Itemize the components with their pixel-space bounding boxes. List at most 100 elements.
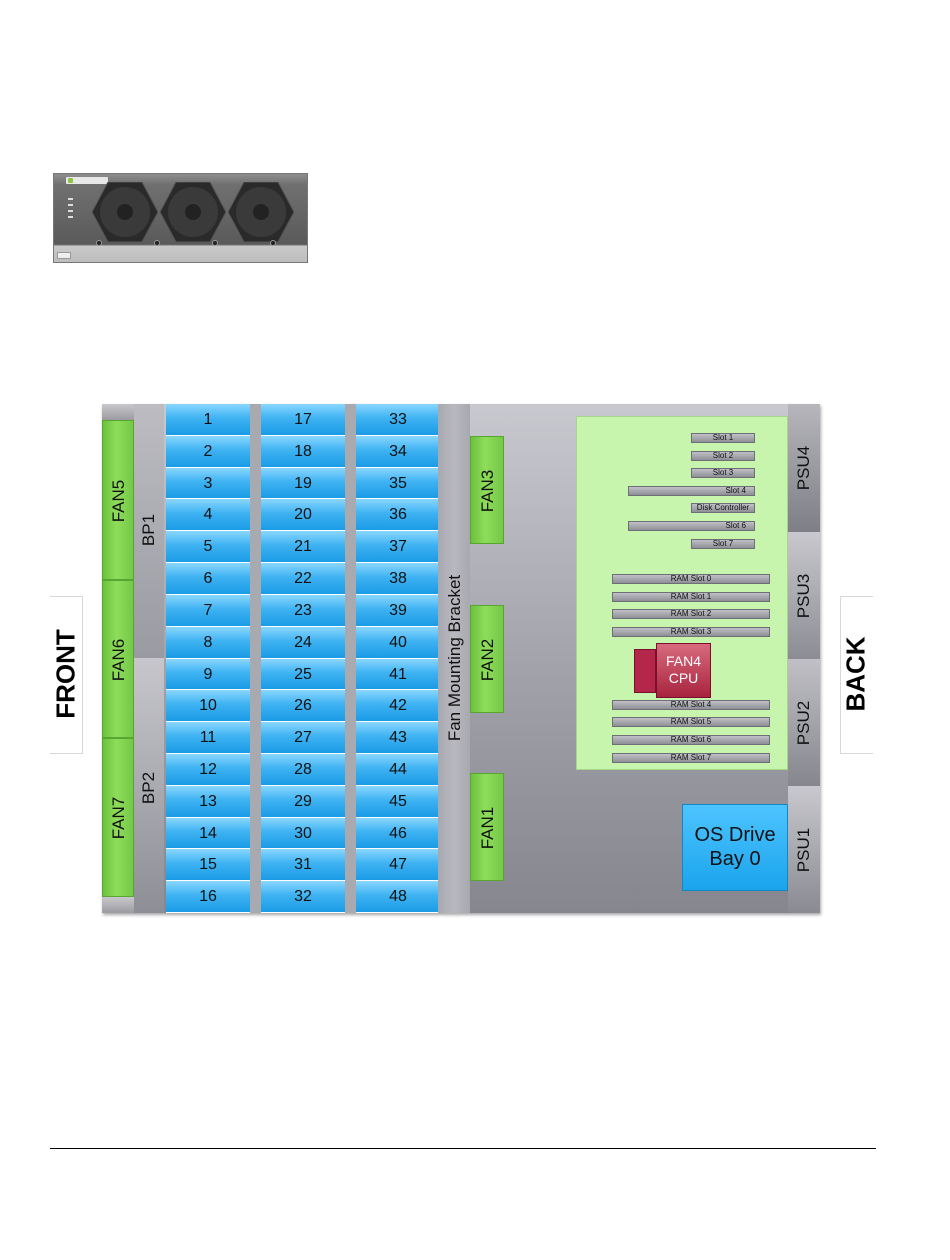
drive-bay: 10 — [166, 690, 250, 723]
ram-slot-3: RAM Slot 3 — [612, 627, 770, 637]
drive-bay: 47 — [356, 849, 440, 882]
drive-bay: 43 — [356, 722, 440, 754]
fan1: FAN1 — [470, 773, 504, 881]
fan3-label: FAN3 — [478, 469, 497, 513]
fan-mounting-bracket: Fan Mounting Bracket — [438, 404, 470, 913]
fan6: FAN6 — [102, 580, 134, 738]
drive-bay: 12 — [166, 753, 250, 786]
drive-bay: 21 — [261, 531, 345, 564]
column-divider — [345, 404, 356, 913]
drive-bay: 33 — [356, 404, 440, 436]
footer-rule — [50, 1148, 876, 1149]
ram-slot-2: RAM Slot 2 — [612, 609, 770, 619]
drive-bay: 44 — [356, 753, 440, 786]
drive-bay: 13 — [166, 785, 250, 818]
drive-bay: 34 — [356, 435, 440, 468]
drive-bay: 42 — [356, 690, 440, 723]
drive-bay: 27 — [261, 722, 345, 754]
drive-bay: 23 — [261, 594, 345, 627]
psu1: PSU1 — [788, 786, 820, 913]
photo-screw — [154, 240, 160, 246]
fan-end-cap — [102, 404, 134, 420]
fan2: FAN2 — [470, 605, 504, 713]
drive-bay: 32 — [261, 881, 345, 913]
photo-tag — [57, 252, 71, 259]
drive-bay: 46 — [356, 817, 440, 850]
pcie-slot-7: Slot 7 — [691, 539, 755, 549]
bp2-label: BP2 — [139, 771, 158, 805]
drive-bay: 45 — [356, 785, 440, 818]
os-drive-label: OS Drive — [694, 824, 776, 846]
photo-fan-grille — [228, 182, 294, 242]
drive-bay: 30 — [261, 817, 345, 850]
photo-led — [68, 210, 73, 212]
drive-bay: 19 — [261, 467, 345, 500]
drive-bay: 17 — [261, 404, 345, 436]
photo-screw — [96, 240, 102, 246]
drive-bay: 31 — [261, 849, 345, 882]
cpu-fan-label: FAN4 — [665, 653, 701, 669]
psu2-label: PSU2 — [794, 700, 813, 746]
drive-bay: 35 — [356, 467, 440, 500]
drive-bay: 36 — [356, 499, 440, 532]
drive-bay: 39 — [356, 594, 440, 627]
fan3: FAN3 — [470, 436, 504, 544]
drive-bay: 40 — [356, 626, 440, 659]
drive-bay: 41 — [356, 658, 440, 691]
drive-bay: 37 — [356, 531, 440, 564]
drive-bay: 14 — [166, 817, 250, 850]
fan7: FAN7 — [102, 738, 134, 897]
psu4-label: PSU4 — [794, 445, 813, 491]
drive-bay: 18 — [261, 435, 345, 468]
fan6-label: FAN6 — [109, 638, 128, 682]
drive-bay: 2 — [166, 435, 250, 468]
drive-bay: 3 — [166, 467, 250, 500]
pcie-slot-6: Slot 6 — [628, 521, 755, 531]
cpu: FAN4 CPU — [656, 643, 711, 698]
drive-bay: 6 — [166, 563, 250, 595]
column-divider — [250, 404, 261, 913]
os-drive-bay: OS Drive Bay 0 — [682, 804, 788, 891]
vendor-logo — [66, 177, 108, 184]
bp1: BP1 — [134, 404, 164, 658]
drive-bay: 5 — [166, 531, 250, 564]
drive-bay: 11 — [166, 722, 250, 754]
ram-slot-5: RAM Slot 5 — [612, 717, 770, 727]
photo-fan-grille — [92, 182, 158, 242]
drive-bay: 38 — [356, 563, 440, 595]
psu3-label: PSU3 — [794, 573, 813, 619]
cpu-fan-housing — [634, 649, 656, 693]
drive-bay: 29 — [261, 785, 345, 818]
front-label-box — [50, 596, 83, 754]
drive-bay: 25 — [261, 658, 345, 691]
photo-screw — [270, 240, 276, 246]
back-label: BACK — [840, 636, 871, 712]
pcie-slot-3: Slot 3 — [691, 468, 755, 478]
drive-bay: 1 — [166, 404, 250, 436]
photo-led — [68, 216, 73, 218]
drive-bay: 22 — [261, 563, 345, 595]
photo-fan-grille — [160, 182, 226, 242]
fan-end-cap — [102, 897, 134, 913]
fan7-label: FAN7 — [109, 796, 128, 840]
drive-bay: 8 — [166, 626, 250, 659]
drive-bay: 26 — [261, 690, 345, 723]
pcie-slot-2: Slot 2 — [691, 451, 755, 461]
fan5-label: FAN5 — [109, 479, 128, 523]
pcie-slot-1: Slot 1 — [691, 433, 755, 443]
psu1-label: PSU1 — [794, 827, 813, 873]
psu2: PSU2 — [788, 659, 820, 786]
back-label-box — [840, 596, 873, 754]
drive-bay: 48 — [356, 881, 440, 913]
drive-bay: 24 — [261, 626, 345, 659]
drive-bay: 7 — [166, 594, 250, 627]
ram-slot-6: RAM Slot 6 — [612, 735, 770, 745]
cpu-label: CPU — [668, 670, 699, 686]
psu4: PSU4 — [788, 404, 820, 532]
ram-slot-0: RAM Slot 0 — [612, 574, 770, 584]
drive-bay: 15 — [166, 849, 250, 882]
drive-bay: 4 — [166, 499, 250, 532]
